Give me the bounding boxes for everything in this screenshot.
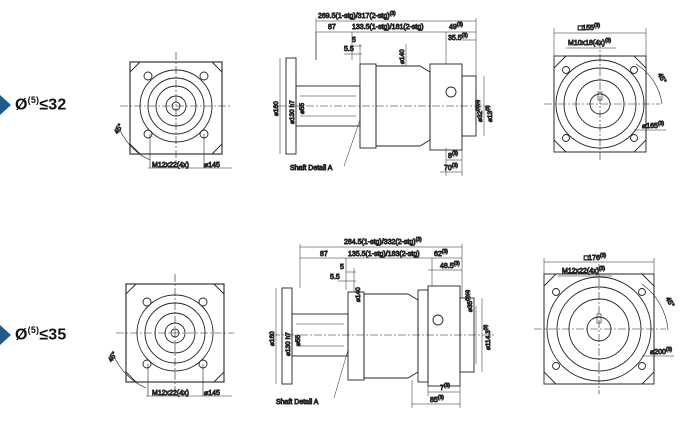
row2-front-bolt-label: M12x22(4x)	[152, 390, 189, 397]
row1-label: Ø(5)≤32	[0, 93, 66, 117]
row1-rear-pcd: ⌀165(3)	[642, 121, 664, 130]
row2-rear-pcd: ⌀200(3)	[650, 347, 672, 356]
row2-d140: ⌀140	[355, 287, 362, 302]
row1-rear-angle: 45°	[656, 72, 668, 85]
row2-arrow-icon	[0, 325, 11, 345]
row1-d130: ⌀130 h7	[289, 100, 296, 124]
row2-d55: ⌀55	[295, 334, 302, 346]
row2-len-5-5: 5.5	[330, 274, 340, 281]
row2-len-85: 85(3)	[430, 395, 444, 404]
row2-len-5: 5	[340, 264, 344, 271]
row2-d114: ⌀114.3(3)	[483, 324, 492, 350]
row2-label-text: Ø(5)≤35	[15, 325, 67, 344]
row2-len-7: 7(3)	[440, 383, 450, 392]
row1-d55: ⌀55	[299, 102, 306, 114]
row2-rear-view	[534, 258, 674, 394]
row2-d35: ⌀35(3)(4)	[465, 289, 474, 312]
row2-total-length: 284.5(1-stg)/332(2-stg)(3)	[344, 237, 422, 246]
row2-rear-thread: M12x22(4x)(3)	[562, 266, 605, 275]
row1-side-view	[278, 18, 490, 176]
row1-front-angle-label: 45°	[113, 122, 125, 135]
row2-d130: ⌀130 h7	[285, 332, 292, 356]
row1-d13: ⌀13(3)	[485, 105, 494, 122]
row2-front-pcd-label: ⌀145	[204, 390, 220, 397]
row1-d140: ⌀140	[399, 49, 406, 64]
row2-len-135: 135.5(1-stg)/183(2-stg)	[348, 251, 420, 258]
row1-rear-view	[544, 28, 666, 162]
row1-len-87: 87	[328, 24, 336, 31]
row2-len-62: 62(3)	[434, 249, 448, 258]
row1-d32: ⌀32(3)(4)	[475, 99, 484, 122]
row2-front-view	[113, 274, 234, 397]
row2-len-48-5: 48.5(3)	[440, 261, 460, 270]
row1-len-133: 133.5(1-stg)/181(2-stg)	[352, 24, 424, 31]
row1-len-8: 8(3)	[448, 151, 458, 160]
row1-len-5: 5	[352, 37, 356, 44]
row2-d160: ⌀160	[269, 331, 276, 346]
row1-label-text: Ø(5)≤32	[15, 95, 67, 114]
row1-len-49: 49(3)	[449, 22, 463, 31]
row1-shaft-detail: Shaft Detail A	[290, 165, 333, 172]
row1-front-pcd-label: ⌀145	[204, 162, 220, 169]
row2-rear-square: □176(3)	[584, 253, 606, 262]
row1-d160: ⌀160	[273, 101, 280, 116]
row2-label: Ø(5)≤35	[0, 323, 66, 347]
row1-len-35-5: 35.5(3)	[448, 33, 468, 42]
row1-front-view	[119, 52, 232, 169]
row1-rear-square: □155(3)	[578, 23, 600, 32]
row1-rear-thread: M10x18(4x)(3)	[568, 38, 611, 47]
row1-len-5-5: 5.5	[344, 46, 354, 53]
row1-front-bolt-label: M12x22(4x)	[152, 162, 189, 169]
row1-total-length: 269.5(1-stg)/317(2-stg)(3)	[318, 11, 396, 20]
row2-rear-angle: 45°	[664, 296, 676, 309]
row1-len-70: 70(3)	[444, 163, 458, 172]
row2-len-87: 87	[320, 251, 328, 258]
row2-side-view	[272, 244, 496, 408]
row1-arrow-icon	[0, 95, 11, 115]
row2-shaft-detail: Shaft Detail A	[276, 399, 319, 406]
